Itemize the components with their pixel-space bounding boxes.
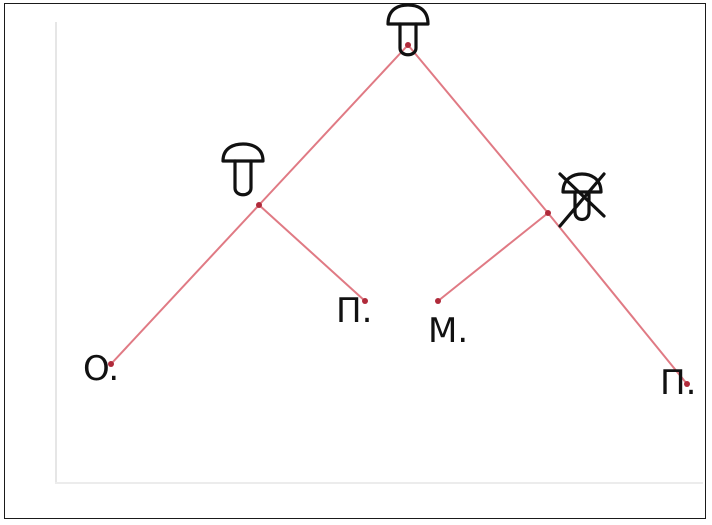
edge-left-leaf1 [110, 204, 260, 365]
leaf-label-2: П. [336, 291, 372, 331]
image-frame [4, 3, 706, 519]
paper-edge-left [55, 22, 57, 482]
left-internal-node [256, 202, 262, 208]
leaf-node-4 [684, 381, 690, 387]
edge-root-right [407, 44, 549, 214]
paper-edge-bottom [55, 482, 703, 484]
edge-right-leaf4 [547, 212, 688, 385]
root-node [405, 42, 411, 48]
edge-right-leaf3 [437, 212, 549, 302]
leaf-label-1: O. [83, 349, 119, 389]
mushroom-icon [386, 3, 430, 57]
crossed-out-mushroom-icon [558, 172, 606, 228]
leaf-label-4: П. [660, 363, 696, 403]
right-internal-node [545, 210, 551, 216]
leaf-node-2 [362, 298, 368, 304]
leaf-label-3: M. [428, 311, 468, 351]
edge-left-leaf2 [258, 204, 366, 302]
leaf-node-1 [108, 361, 114, 367]
leaf-node-3 [435, 298, 441, 304]
mushroom-icon [221, 142, 265, 197]
edge-root-left [258, 44, 409, 206]
